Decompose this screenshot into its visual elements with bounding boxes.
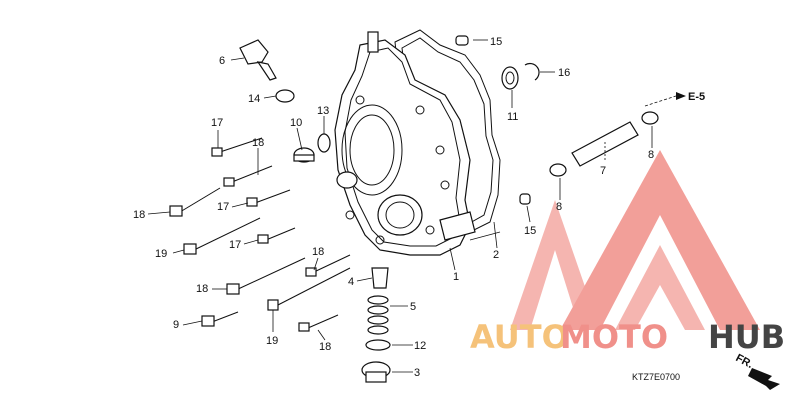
front-arrow-icon [748, 368, 780, 390]
callout-18-left: 18 [133, 209, 145, 221]
o-ring-13 [317, 133, 331, 153]
oil-seal-11 [501, 66, 519, 90]
svg-text:AUTO: AUTO [470, 318, 569, 356]
callout-17-top: 17 [211, 117, 223, 129]
watermark-wordmark: AUTO MOTO HUB [470, 318, 785, 356]
callout-16: 16 [558, 67, 570, 79]
diagram-code: KTZ7E0700 [632, 372, 680, 382]
reference-label: E-5 [688, 91, 705, 103]
strainer-4 [371, 267, 389, 289]
leader-lines [147, 39, 653, 373]
callout-18-bottom: 18 [319, 341, 331, 353]
dowel-pin-15-bottom [519, 193, 531, 205]
callout-7: 7 [600, 165, 606, 177]
callout-17-low: 17 [229, 239, 241, 251]
hose-clamp-8-right [641, 111, 659, 125]
spring-5 [367, 295, 389, 335]
cap-3 [361, 361, 391, 383]
callout-9: 9 [173, 319, 179, 331]
callout-19-bottom: 19 [266, 335, 278, 347]
drain-plug-10 [293, 147, 315, 163]
reference-arrow-icon [644, 92, 686, 107]
callout-13: 13 [317, 105, 329, 117]
callout-18-low: 18 [196, 283, 208, 295]
watermark-logo-icon [510, 150, 760, 330]
dowel-pin-15-top [455, 35, 469, 46]
o-ring-12 [365, 339, 391, 351]
callout-14: 14 [248, 93, 260, 105]
callout-18-top: 18 [252, 137, 264, 149]
callout-17-mid: 17 [217, 201, 229, 213]
svg-text:MOTO: MOTO [560, 318, 668, 356]
callout-5: 5 [410, 301, 416, 313]
callout-1: 1 [453, 271, 459, 283]
callout-19-left: 19 [155, 248, 167, 260]
callout-2: 2 [493, 249, 499, 261]
callout-8-left: 8 [556, 201, 562, 213]
o-ring-14 [275, 89, 295, 103]
callout-11: 11 [507, 111, 518, 123]
clip-16 [524, 62, 540, 81]
callout-12: 12 [414, 340, 426, 352]
callout-10: 10 [290, 117, 302, 129]
bolts [169, 137, 351, 332]
callout-8-right: 8 [648, 149, 654, 161]
callout-6: 6 [219, 55, 225, 67]
dipstick-cap [239, 39, 277, 81]
callout-15-top: 15 [490, 36, 502, 48]
crankcase-cover [334, 31, 476, 256]
callout-3: 3 [414, 367, 420, 379]
callout-18-mid: 18 [312, 246, 324, 258]
callout-15-bottom: 15 [524, 225, 536, 237]
svg-text:HUB: HUB [708, 318, 785, 356]
hose-clamp-8-left [549, 163, 567, 177]
callout-4: 4 [348, 276, 354, 288]
